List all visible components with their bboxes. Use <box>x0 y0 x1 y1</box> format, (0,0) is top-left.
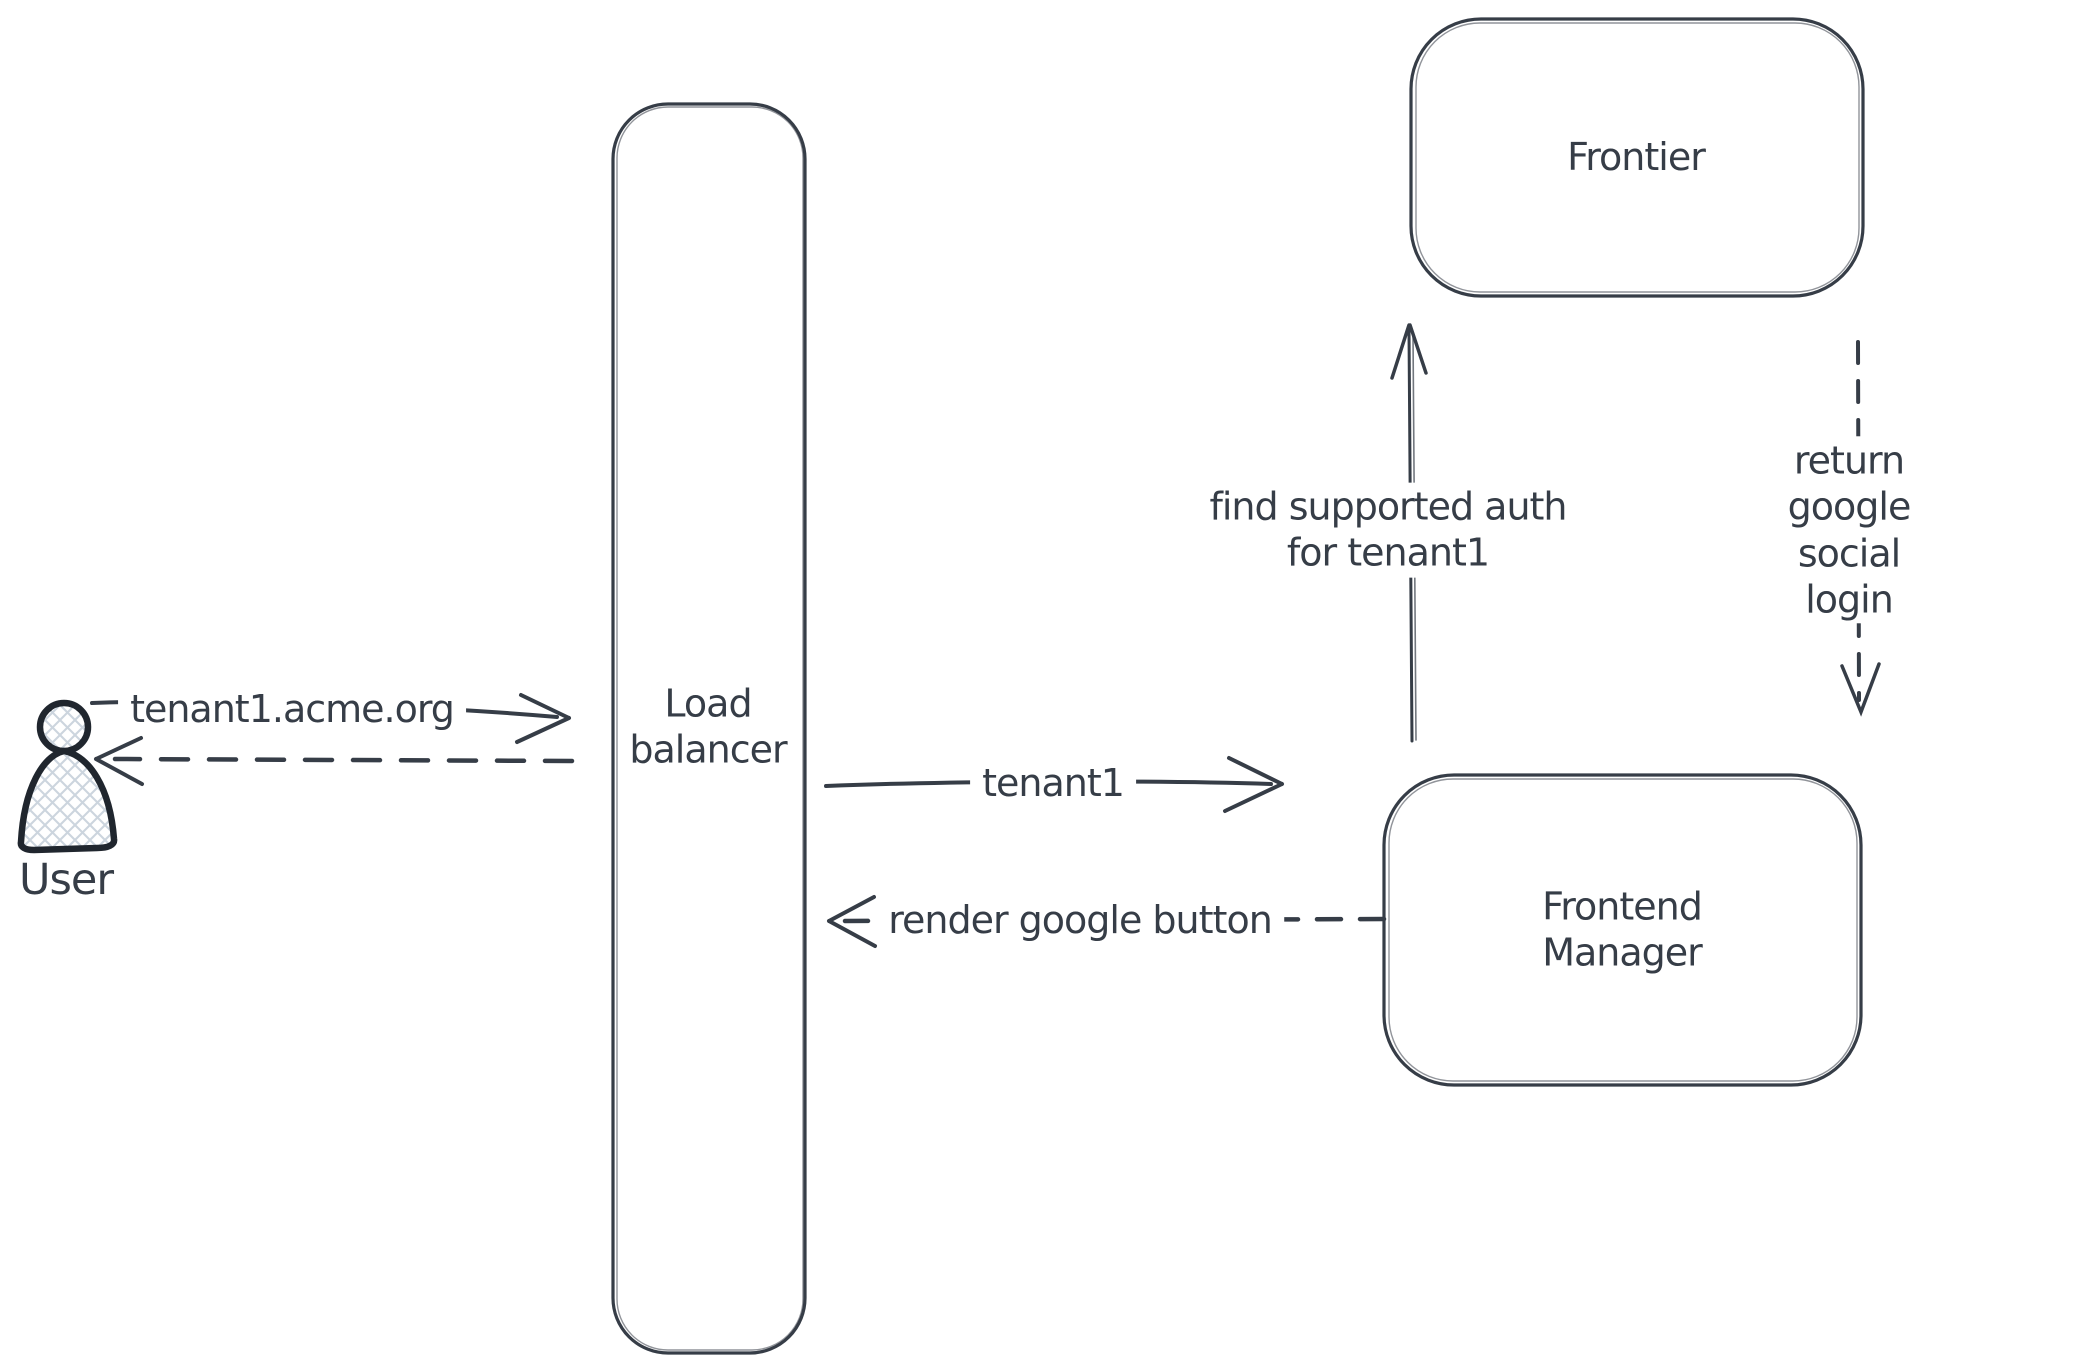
frontier-node <box>1409 17 1865 298</box>
edge-label-render-google-button: render google button <box>876 895 1284 945</box>
arrow-return-google-social <box>1840 340 1881 717</box>
edge-label-find-supported-auth: find supported auth for tenant1 <box>1197 482 1579 578</box>
user-head <box>36 699 92 755</box>
frontend-manager-label: Frontend Manager <box>1542 884 1703 975</box>
user-label: User <box>18 854 114 905</box>
arrow-reply-to-user <box>94 736 575 786</box>
load-balancer-label: Load balancer <box>629 681 787 772</box>
user-body <box>17 747 118 854</box>
edge-label-tenant1-acme-org: tenant1.acme.org <box>118 684 466 734</box>
user-icon <box>17 699 118 854</box>
load-balancer-node <box>611 102 807 1355</box>
edge-label-tenant1: tenant1 <box>970 758 1136 808</box>
edge-label-return-google-social: return google social login <box>1732 436 1966 624</box>
frontier-label: Frontier <box>1567 134 1706 179</box>
frontend-manager-node <box>1382 773 1863 1087</box>
